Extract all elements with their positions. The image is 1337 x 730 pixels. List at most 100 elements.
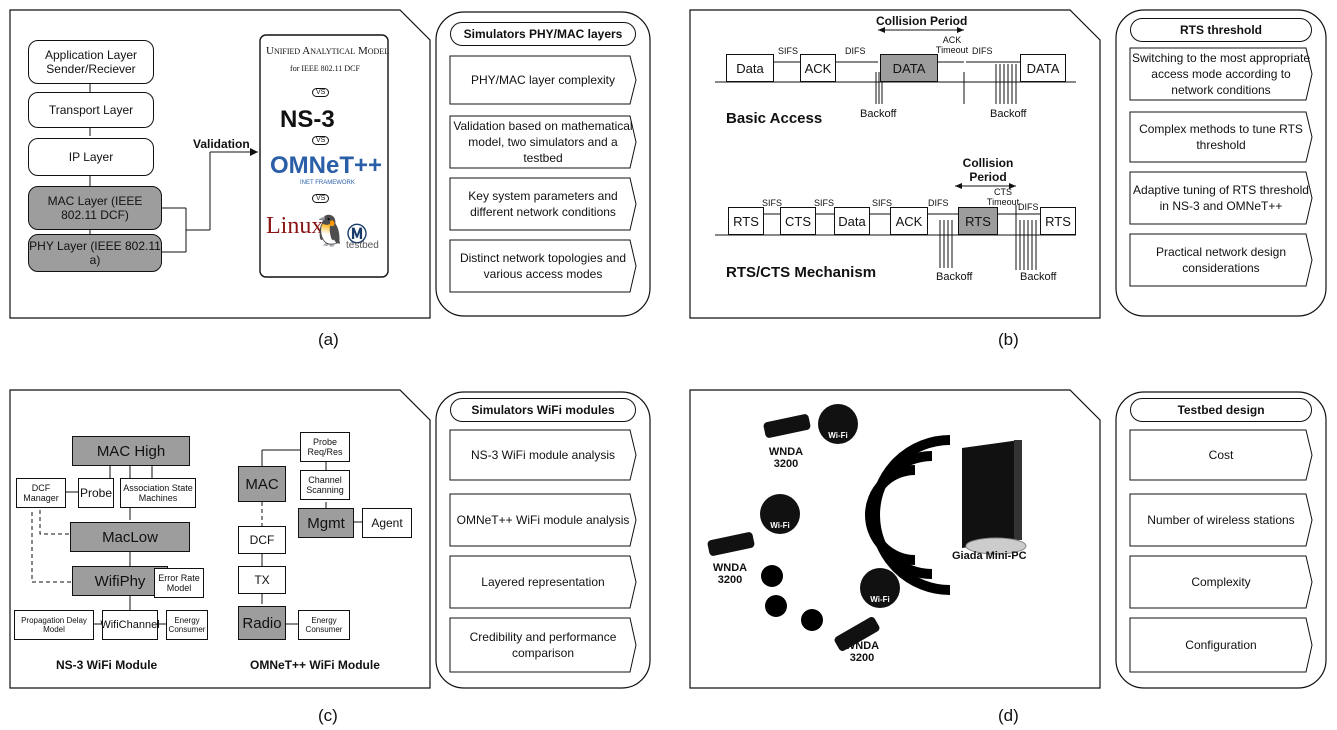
wnda-label: WNDA 3200 xyxy=(844,640,880,664)
usb-dongle-icon xyxy=(834,617,880,651)
backoff-label: Backoff xyxy=(1020,271,1057,283)
frame-rts: RTS xyxy=(728,207,764,235)
sifs-label: SIFS xyxy=(762,198,783,208)
basic-access-label: Basic Access xyxy=(726,110,823,127)
ns3-association: Association State Machines xyxy=(120,478,196,508)
ns3-dcf-manager: DCF Manager xyxy=(16,478,66,508)
testbed-logo: testbed xyxy=(346,240,379,251)
backoff-label: Backoff xyxy=(990,108,1027,120)
vs-badge: VS xyxy=(312,88,330,97)
layer-application: Application Layer Sender/Reciever xyxy=(28,40,154,84)
usb-dongle-icon xyxy=(763,414,811,438)
caption-b: (b) xyxy=(998,330,1019,349)
rts-cts-label: RTS/CTS Mechanism xyxy=(726,264,877,281)
layer-mac: MAC Layer (IEEE 802.11 DCF) xyxy=(28,186,162,230)
difs-label: DIFS xyxy=(928,198,949,208)
frame-cts: CTS xyxy=(780,207,816,235)
side-a-item: Key system parameters and different netw… xyxy=(468,188,618,219)
wnda-label: WNDA 3200 xyxy=(768,446,804,470)
frame-data: Data xyxy=(834,207,870,235)
side-b-item: Adaptive tuning of RTS threshold in NS-3… xyxy=(1133,182,1309,213)
ns3-error-rate: Error Rate Model xyxy=(154,568,204,598)
ns3-prop-delay: Propagation Delay Model xyxy=(14,610,94,640)
layer-ip: IP Layer xyxy=(28,138,154,176)
side-c-item: OMNeT++ WiFi module analysis xyxy=(456,512,630,527)
side-c-item: Layered representation xyxy=(481,574,605,589)
side-c-item: Credibility and performance comparison xyxy=(469,629,617,660)
omnet-mgmt: Mgmt xyxy=(298,508,354,538)
frame-data-retry: DATA xyxy=(1020,54,1066,82)
cts-timeout-label: CTS Timeout xyxy=(986,187,1020,207)
frame-ack: ACK xyxy=(800,54,836,82)
testbed-icon: Ⓜ xyxy=(347,224,367,246)
omnet-mac: MAC xyxy=(238,466,286,502)
frame-data-collision: DATA xyxy=(880,54,938,82)
side-d-item: Configuration xyxy=(1185,637,1257,652)
frame-data: Data xyxy=(726,54,774,82)
side-c-item: NS-3 WiFi module analysis xyxy=(470,447,616,462)
wifi-icon: Wi-Fi xyxy=(760,494,800,534)
frame-rts-retry: RTS xyxy=(1040,207,1076,235)
backoff-label: Backoff xyxy=(936,271,973,283)
side-a-title: Simulators PHY/MAC layers xyxy=(450,22,636,46)
side-d-item: Number of wireless stations xyxy=(1147,512,1295,527)
side-c-title: Simulators WiFi modules xyxy=(450,398,636,422)
caption-a: (a) xyxy=(318,330,339,349)
layer-phy: PHY Layer (IEEE 802.11 a) xyxy=(28,234,162,272)
vs-badge: VS xyxy=(312,136,330,145)
ns3-logo: NS-3 xyxy=(280,106,335,133)
usb-dongle-icon xyxy=(707,532,755,556)
layer-transport: Transport Layer xyxy=(28,92,154,128)
omnet-radio: Radio xyxy=(238,606,286,640)
ns3-wifichannel: WifiChannel xyxy=(100,610,160,640)
side-d-item: Complexity xyxy=(1191,574,1251,589)
ns3-maclow: MacLow xyxy=(70,522,190,552)
ns3-energy: Energy Consumer xyxy=(166,610,208,640)
giada-label: Giada Mini-PC xyxy=(952,550,1027,562)
frame-ack: ACK xyxy=(890,207,928,235)
omnet-energy: Energy Consumer xyxy=(298,610,350,640)
sifs-label: SIFS xyxy=(872,198,893,208)
omnet-dcf: DCF xyxy=(238,526,286,554)
wnda-label: WNDA 3200 xyxy=(712,562,748,586)
side-a-item: Distinct network topologies and various … xyxy=(459,250,627,281)
ns3-mac-high: MAC High xyxy=(72,436,190,466)
validation-label: Validation xyxy=(193,137,250,151)
side-d-item: Cost xyxy=(1208,447,1234,462)
ns3-probe: Probe xyxy=(78,478,114,508)
side-b-title: RTS threshold xyxy=(1130,18,1312,42)
frame-rts-collision: RTS xyxy=(958,207,998,235)
difs-label: DIFS xyxy=(845,46,866,56)
backoff-label: Backoff xyxy=(860,108,897,120)
sifs-label: SIFS xyxy=(778,46,799,56)
omnet-logo: OMNeT++ xyxy=(270,152,383,179)
collision-period-label-rts: Collision Period xyxy=(962,156,1014,185)
caption-d: (d) xyxy=(998,706,1019,725)
side-a-item: PHY/MAC layer complexity xyxy=(470,72,616,87)
omnet-agent: Agent xyxy=(362,508,412,538)
side-b-item: Practical network design considerations xyxy=(1155,244,1287,275)
ns3-wifiphy: WifiPhy xyxy=(72,566,168,596)
side-b-item: Switching to the most appropriate access… xyxy=(1131,50,1311,98)
collision-period-label: Collision Period xyxy=(876,14,968,28)
caption-c: (c) xyxy=(318,706,338,725)
omnet-sub: INET FRAMEWORK xyxy=(300,180,355,186)
wifi-icon: Wi-Fi xyxy=(818,404,858,444)
ack-timeout-label: ACK Timeout xyxy=(935,35,969,55)
side-a-item: Validation based on mathematical model, … xyxy=(453,118,633,166)
omnet-channel-scan: Channel Scanning xyxy=(300,470,350,500)
omnet-tx: TX xyxy=(238,566,286,594)
model-title: Unified Analytical Model xyxy=(266,45,390,57)
linux-logo: Linux xyxy=(266,213,324,239)
sifs-label: SIFS xyxy=(814,198,835,208)
wifi-icon: Wi-Fi xyxy=(860,568,900,608)
vs-badge: VS xyxy=(312,194,330,203)
model-subtitle: for IEEE 802.11 DCF xyxy=(290,64,360,73)
